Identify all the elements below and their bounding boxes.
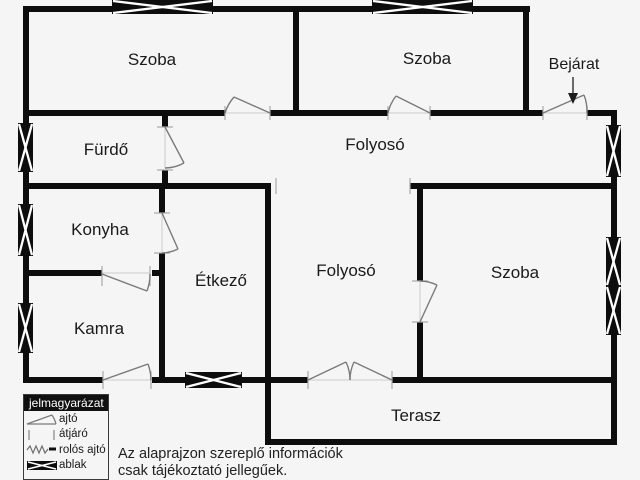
door-konyha-etkezo-icon — [154, 212, 179, 254]
legend-title: jelmagyarázat — [24, 395, 108, 411]
room-label-kamra: Kamra — [73, 319, 125, 338]
wall-furdo-right-a — [162, 110, 168, 127]
room-label-szoba-1: Szoba — [127, 50, 177, 69]
door-kamra-exterior-icon — [102, 363, 152, 389]
doors — [101, 77, 588, 389]
room-label-folyoso-upper: Folyosó — [345, 135, 405, 154]
wall-corridor-top-a — [23, 110, 225, 116]
legend-item-atjaro: átjáró — [24, 427, 108, 443]
wall-top-outer — [23, 6, 530, 12]
passage-icon — [26, 427, 59, 442]
room-label-szoba-2: Szoba — [402, 49, 452, 68]
legend-item-rolos-ajto: rolós ajtó — [24, 442, 108, 458]
door-arc-icon — [26, 411, 59, 426]
passage-folyoso-icon — [275, 178, 411, 194]
window-icon — [26, 458, 59, 473]
room-label-terasz: Terasz — [390, 406, 442, 425]
room-label-folyoso-lower: Folyosó — [316, 261, 376, 280]
room-label-furdo: Fürdő — [83, 140, 129, 159]
disclaimer: Az alaprajzon szereplő információk csak … — [118, 446, 343, 480]
door-konyha-kamra-icon — [101, 266, 151, 292]
wall-furdo-right-b — [162, 170, 168, 189]
room-label-szoba-3: Szoba — [490, 263, 540, 282]
wall-folyoso2-right-b — [417, 322, 423, 383]
door-szoba2-icon — [387, 95, 431, 120]
wall-left-outer — [23, 6, 29, 383]
wall-corridor-top-b — [270, 110, 388, 116]
wall-terasz-bottom — [265, 439, 617, 445]
window-szoba2-top-icon — [372, 0, 473, 15]
wall-corridor-top-c — [430, 110, 543, 116]
wall-bottom-c — [271, 377, 308, 383]
legend-item-label: rolós ajtó — [59, 443, 106, 456]
window-etkezo-bottom-icon — [185, 371, 242, 389]
window-konyha-left-icon — [17, 204, 34, 256]
legend-item-ajto: ajtó — [24, 411, 108, 427]
roller-door-icon — [26, 442, 59, 457]
legend-item-label: ablak — [59, 459, 87, 472]
disclaimer-line-1: Az alaprajzon szereplő információk — [118, 446, 343, 462]
door-szoba3-icon — [412, 280, 438, 323]
wall-konyha-right-b — [159, 253, 165, 383]
window-furdo-left-icon — [17, 123, 34, 172]
windows — [17, 0, 622, 389]
door-bejarat-icon — [542, 94, 588, 120]
door-furdo-icon — [157, 126, 185, 171]
wall-bottom-d — [392, 377, 617, 383]
legend-item-label: átjáró — [59, 428, 88, 441]
wall-folyoso2-right-a — [417, 183, 423, 281]
wall-szoba-divider — [293, 6, 299, 116]
wall-corridor-bottom — [23, 183, 271, 189]
room-label-etkezo: Étkező — [195, 271, 247, 290]
legend-item-label: ajtó — [59, 412, 78, 425]
double-door-terasz-icon — [307, 361, 393, 389]
door-szoba1-icon — [224, 96, 271, 120]
window-szoba3-right-icon — [605, 237, 622, 335]
legend-item-ablak: ablak — [24, 458, 108, 474]
wall-kamra-top-a — [23, 270, 102, 276]
wall-szoba2-right — [523, 6, 529, 116]
wall-szoba3-top — [410, 183, 617, 189]
wall-bottom-a — [23, 377, 103, 383]
entrance-label: Bejárat — [548, 56, 600, 73]
wall-terasz-left — [265, 183, 271, 445]
disclaimer-line-2: csak tájékoztató jellegűek. — [118, 463, 288, 479]
entrance-arrow-icon — [568, 77, 578, 104]
window-kamra-left-icon — [17, 303, 34, 353]
window-folyoso-right-icon — [605, 125, 622, 177]
wall-kamra-top-b — [152, 270, 165, 276]
wall-konyha-right-a — [159, 183, 165, 213]
window-szoba1-top-icon — [112, 0, 213, 15]
room-label-konyha: Konyha — [71, 220, 129, 239]
legend: jelmagyarázat ajtó átjáró — [23, 394, 109, 480]
wall-corridor-top-d — [587, 110, 617, 116]
